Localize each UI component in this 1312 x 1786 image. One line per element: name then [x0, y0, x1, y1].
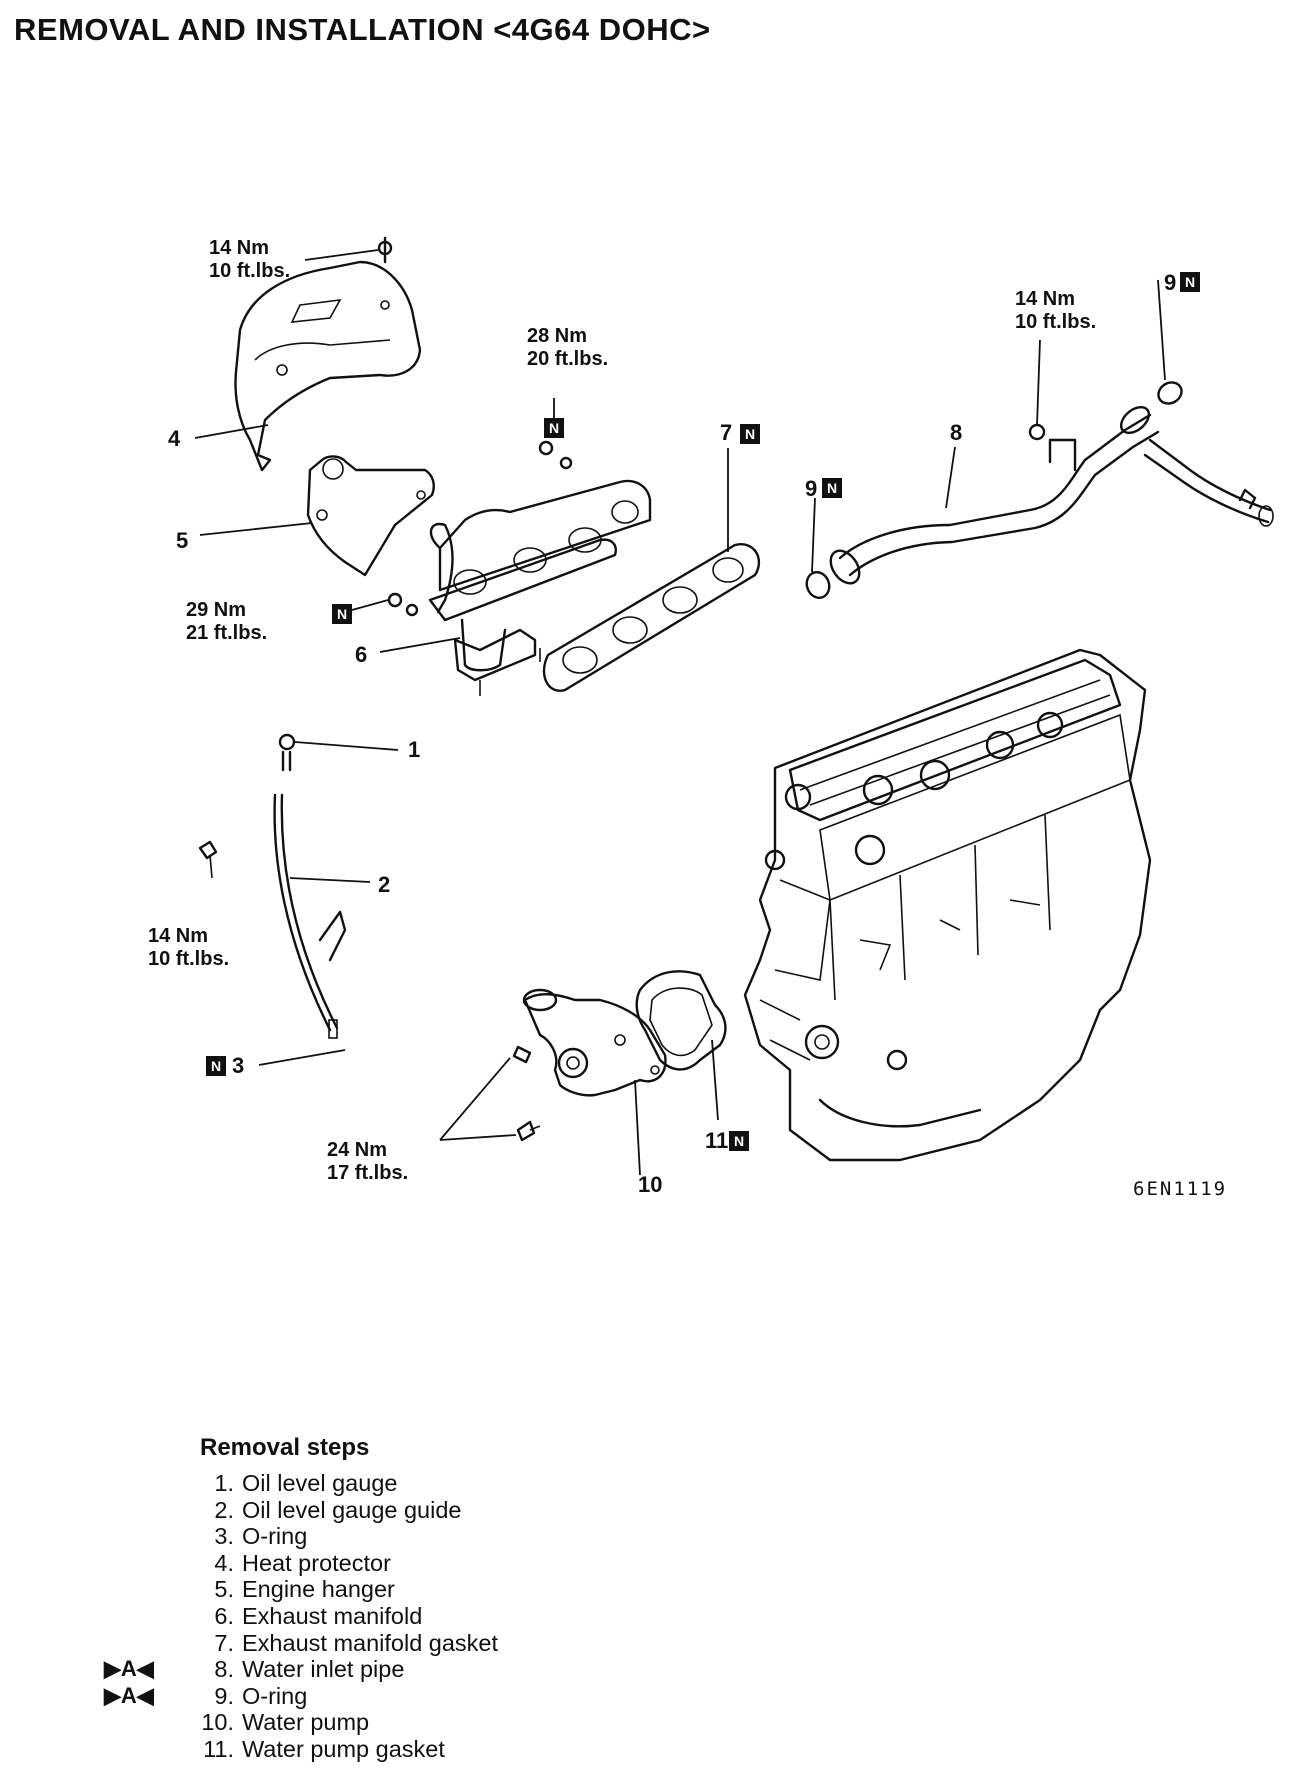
step-text: O-ring	[242, 1682, 308, 1709]
figure-code: 6EN1119	[1133, 1178, 1227, 1200]
svg-text:N: N	[337, 606, 347, 622]
svg-text:N: N	[1185, 274, 1195, 290]
callout-11: 11	[705, 1128, 728, 1153]
new-part-badge: N	[332, 604, 352, 624]
callout-9-top: 9	[1164, 270, 1176, 295]
svg-text:N: N	[549, 420, 559, 436]
callout-1: 1	[408, 737, 420, 762]
step-item: ▶A◀9.O-ring	[104, 1682, 308, 1709]
step-text: Water pump	[242, 1709, 370, 1736]
step-text: O-ring	[242, 1523, 308, 1550]
step-item: 1.Oil level gauge	[214, 1470, 398, 1496]
step-item: 2.Oil level gauge guide	[214, 1496, 462, 1523]
callout-3: 3	[232, 1053, 244, 1078]
removal-steps: Removal steps 1.Oil level gauge 2.Oil le…	[104, 1434, 499, 1763]
new-part-badge: N	[206, 1056, 226, 1076]
new-part-badge: N	[729, 1131, 749, 1151]
step-text: Heat protector	[242, 1549, 391, 1576]
new-part-badge: N	[740, 424, 760, 444]
engine-hanger-drawing	[306, 455, 435, 577]
step-mark: ▶A◀	[104, 1682, 154, 1708]
step-item: 4.Heat protector	[214, 1549, 391, 1576]
torque-water-pipe-ft: 10 ft.lbs.	[1015, 311, 1096, 333]
step-item: 7.Exhaust manifold gasket	[214, 1629, 499, 1656]
callout-2: 2	[378, 872, 390, 897]
svg-text:N: N	[211, 1058, 221, 1074]
oil-level-gauge-drawing	[198, 733, 347, 1039]
exhaust-manifold-gasket-drawing	[542, 543, 761, 692]
step-text: Exhaust manifold gasket	[242, 1629, 499, 1656]
step-item: 3.O-ring	[214, 1523, 308, 1550]
svg-text:N: N	[827, 480, 837, 496]
torque-gauge-guide-ft: 10 ft.lbs.	[148, 948, 229, 970]
callout-4: 4	[168, 426, 181, 451]
callout-10: 10	[638, 1172, 662, 1197]
step-text: Oil level gauge guide	[242, 1496, 462, 1523]
callout-8: 8	[950, 420, 962, 445]
step-text: Water pump gasket	[242, 1735, 445, 1762]
torque-heat-protector-nm: 14 Nm	[209, 237, 269, 259]
torque-water-pipe-nm: 14 Nm	[1015, 288, 1075, 310]
svg-text:N: N	[734, 1133, 744, 1149]
svg-text:N: N	[745, 426, 755, 442]
heat-protector-drawing	[234, 236, 422, 472]
exhaust-manifold-drawing	[387, 440, 652, 696]
page-title: REMOVAL AND INSTALLATION <4G64 DOHC>	[14, 12, 711, 47]
step-item: ▶A◀8.Water inlet pipe	[104, 1656, 405, 1683]
torque-manifold-nut2-ft: 21 ft.lbs.	[186, 622, 267, 644]
engine-block-drawing	[743, 648, 1152, 1162]
callout-5: 5	[176, 528, 188, 553]
step-item: 5.Engine hanger	[214, 1576, 395, 1603]
torque-water-pump-ft: 17 ft.lbs.	[327, 1162, 408, 1184]
new-part-badge: N	[544, 418, 564, 438]
new-part-badge: N	[822, 478, 842, 498]
torque-water-pump-nm: 24 Nm	[327, 1139, 387, 1161]
step-item: 10.Water pump	[201, 1709, 370, 1736]
step-text: Oil level gauge	[242, 1470, 398, 1496]
water-pump-drawing	[512, 988, 667, 1142]
step-item: 6.Exhaust manifold	[214, 1602, 423, 1629]
water-inlet-pipe-drawing	[805, 381, 1274, 599]
step-mark: ▶A◀	[104, 1656, 154, 1682]
torque-heat-protector-ft: 10 ft.lbs.	[209, 260, 290, 282]
torque-manifold-nut2-nm: 29 Nm	[186, 599, 246, 621]
step-item: 11.Water pump gasket	[203, 1735, 445, 1762]
callout-9-left: 9	[805, 476, 817, 501]
step-text: Exhaust manifold	[242, 1602, 423, 1629]
callout-7: 7	[720, 420, 732, 445]
callout-6: 6	[355, 642, 367, 667]
step-text: Water inlet pipe	[242, 1656, 405, 1683]
step-text: Engine hanger	[242, 1576, 395, 1603]
removal-steps-heading: Removal steps	[200, 1434, 370, 1461]
new-part-badge: N	[1180, 272, 1200, 292]
torque-manifold-nut-ft: 20 ft.lbs.	[527, 348, 608, 370]
torque-gauge-guide-nm: 14 Nm	[148, 925, 208, 947]
water-pump-gasket-drawing	[635, 970, 727, 1071]
torque-manifold-nut-nm: 28 Nm	[527, 325, 587, 347]
